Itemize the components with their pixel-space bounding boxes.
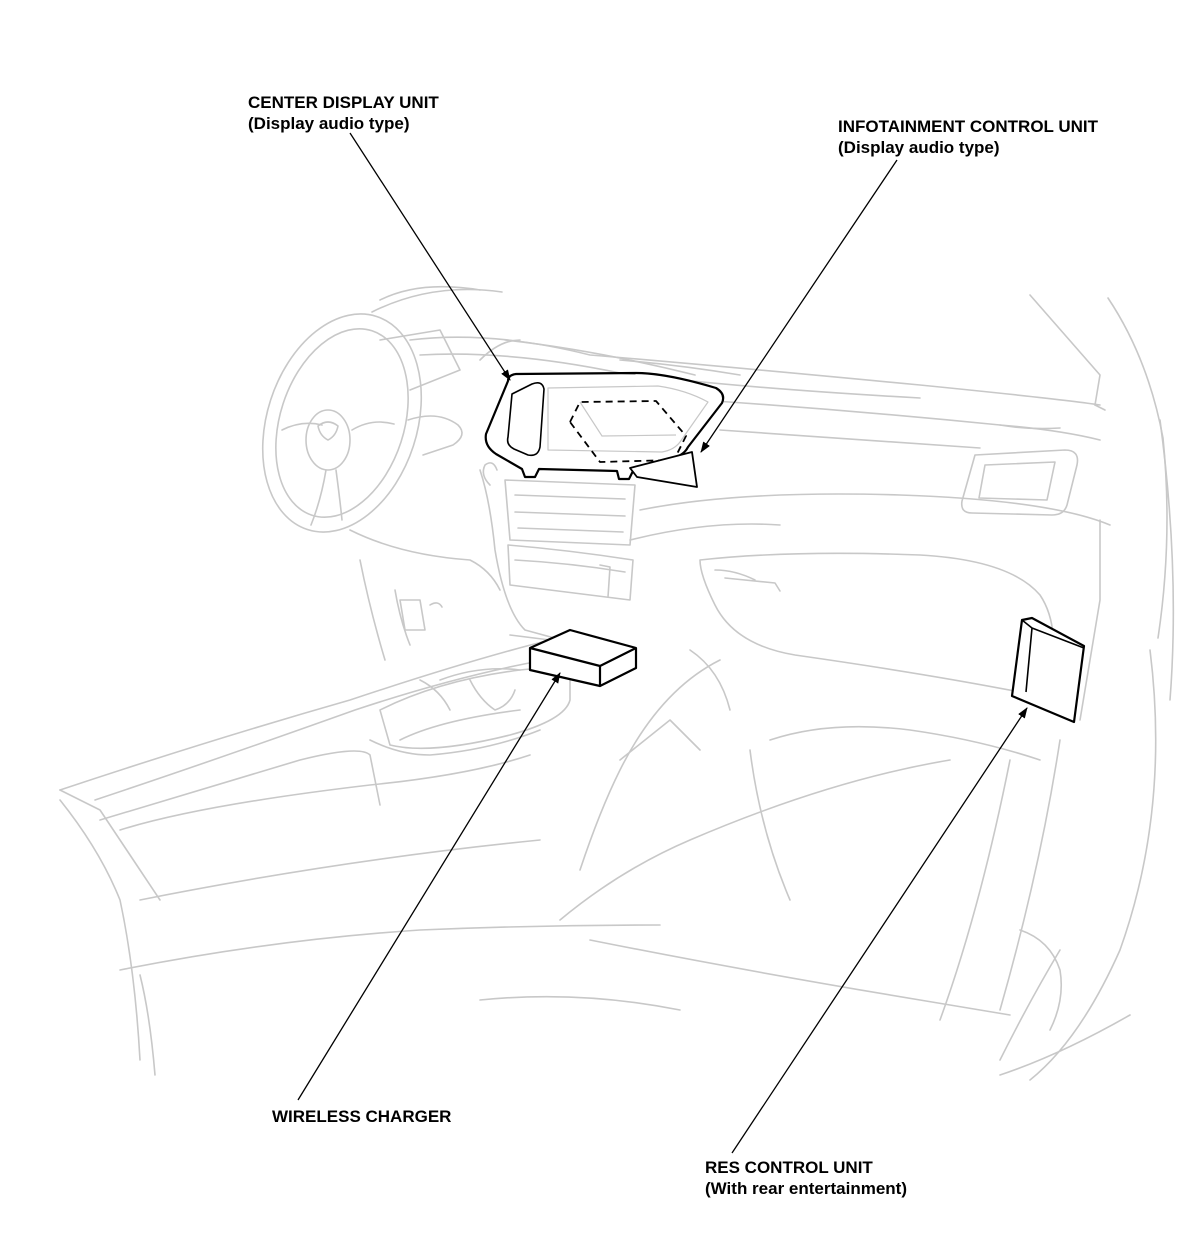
callout-subtitle: (With rear entertainment) [705, 1179, 907, 1198]
wireless-charger-shape [528, 628, 638, 688]
leader-res-control [731, 707, 1028, 1154]
leader-wireless-charger [297, 672, 561, 1101]
callout-res-control-unit: RES CONTROL UNIT (With rear entertainmen… [705, 1157, 907, 1199]
callout-center-display-unit: CENTER DISPLAY UNIT (Display audio type) [248, 92, 439, 134]
interior-outline [59, 285, 1175, 1081]
callout-title: WIRELESS CHARGER [272, 1107, 452, 1126]
callout-wireless-charger: WIRELESS CHARGER [272, 1106, 451, 1127]
center-stack [479, 469, 636, 661]
right-vent [960, 449, 1079, 516]
center-display-unit-shape [484, 371, 725, 481]
callout-subtitle: (Display audio type) [838, 138, 1000, 157]
infotainment-unit-visible [629, 451, 698, 488]
infotainment-unit-hidden [569, 400, 687, 463]
callout-title: RES CONTROL UNIT [705, 1158, 873, 1177]
steering-wheel [261, 313, 423, 533]
leader-infotainment [700, 159, 898, 453]
callout-title: CENTER DISPLAY UNIT [248, 93, 439, 112]
center-console [59, 639, 621, 791]
callout-subtitle: (Display audio type) [248, 114, 410, 133]
leader-center-display [349, 132, 511, 381]
leader-lines [297, 132, 1028, 1154]
callout-infotainment-control-unit: INFOTAINMENT CONTROL UNIT (Display audio… [838, 116, 1098, 158]
highlighted-components [484, 371, 1086, 724]
steering-hub [305, 409, 351, 471]
glovebox [699, 552, 1055, 696]
callout-title: INFOTAINMENT CONTROL UNIT [838, 117, 1099, 136]
